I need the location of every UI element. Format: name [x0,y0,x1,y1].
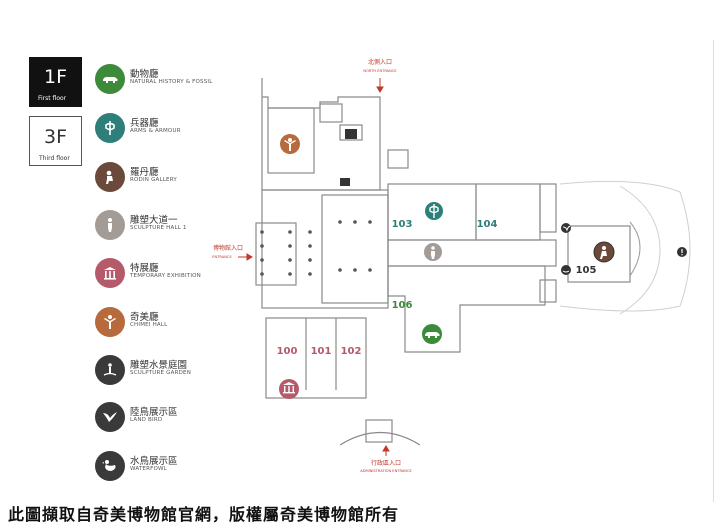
north-entrance-sublabel: NORTH ENTRANCE [363,69,397,73]
museum-entrance-sublabel: ENTRANCE [212,255,232,259]
rodin-room [267,107,315,174]
bear-icon [95,64,125,94]
map-icon-rodin[interactable] [280,134,300,154]
central-hall [261,189,389,309]
service-room [339,124,363,141]
admin-entrance-label: 行政區入口 [371,459,401,467]
east-terrace [559,180,691,315]
service-blocks [340,129,357,186]
bird-icon [95,402,125,432]
temple-icon [95,258,125,288]
room-102-number: 102 [341,346,362,357]
map-icon-info[interactable] [677,247,687,257]
legend-item-rodin[interactable]: 羅丹廳 RODIN GALLERY [95,162,235,196]
legend-item-waterfowl[interactable]: 水鳥展示區 WATERFOWL [95,451,235,485]
legend-label: 羅丹廳 [130,167,159,178]
service-room [539,183,557,233]
map-icon-chimei[interactable] [593,241,615,263]
legend-item-sculpture-garden[interactable]: 雕塑水景庭園 SCULPTURE GARDEN [95,355,235,389]
room-101-number: 101 [311,346,332,357]
fountain-icon [95,355,125,385]
map-icon-land-bird[interactable] [561,223,571,233]
legend-item-arms[interactable]: 兵器廳 ARMS & ARMOUR [95,113,235,147]
thinker-icon [95,162,125,192]
room-106-number: 106 [392,300,413,311]
legend-item-temporary[interactable]: 特展廳 TEMPORARY EXHIBITION [95,258,235,292]
floor-number: 1F [43,66,68,88]
map-icon-natural-history[interactable] [422,324,442,344]
sculpture-hall [321,194,389,304]
room-104-outline [475,183,541,241]
admin-entrance-sublabel: ADMINISTRATION ENTRANCE [360,469,412,473]
service-room [387,149,409,169]
legend-sublabel: CHIMEI HALL [130,322,168,328]
room-104-number: 104 [477,219,498,230]
admin-entrance-room [365,419,393,443]
room-105-number: 105 [576,265,597,276]
east-corridor [387,239,557,267]
entrance-arrows [238,78,390,456]
legend-label: 雕塑大道一 [130,215,178,226]
legend-sublabel: ARMS & ARMOUR [130,128,181,134]
north-entrance-label: 北側入口 [368,58,392,66]
legend-label: 特展廳 [130,263,159,274]
legend-item-chimei-hall[interactable]: 奇美廳 CHIMEI HALL [95,307,235,341]
service-room [319,103,343,123]
armour-icon [95,113,125,143]
duck-icon [95,451,125,481]
legend-item-land-bird[interactable]: 陸鳥展示區 LAND BIRD [95,402,235,436]
legend-label: 雕塑水景庭園 [130,360,188,371]
columns [260,220,372,276]
legend-sublabel: WATERFOWL [130,466,167,472]
legend-label: 動物廳 [130,69,159,80]
legend-sublabel: TEMPORARY EXHIBITION [130,273,201,279]
map-icon-temporary[interactable] [279,379,299,399]
floor-number: 3F [43,126,68,148]
floor-3f-button[interactable]: 3F Third floor [29,116,82,166]
room-100-number: 100 [277,346,298,357]
divider [713,40,714,502]
admin-entrance-arc [339,431,421,446]
legend-sublabel: SCULPTURE GARDEN [130,370,192,376]
room-103-number: 103 [392,219,413,230]
museum-entrance-label: 博物館入口 [213,244,243,252]
legend-sublabel: RODIN GALLERY [130,177,177,183]
legend-label: 陸鳥展示區 [130,407,178,418]
floor-caption: First floor [38,95,67,102]
legend-label: 兵器廳 [130,118,159,129]
entrance-lobby [255,222,297,286]
legend-item-sculpture-hall[interactable]: 雕塑大道一 SCULPTURE HALL 1 [95,210,235,244]
floor-caption: Third floor [39,155,70,162]
legend-item-natural-history[interactable]: 動物廳 NATURAL HISTORY & FOSSIL [95,64,235,98]
legend-sublabel: LAND BIRD [130,417,163,423]
room-106-outline [387,265,546,353]
copyright-caption: 此圖擷取自奇美博物館官網，版權屬奇美博物館所有 [8,505,400,524]
service-room [539,279,557,303]
map-icon-sculpture[interactable] [424,243,442,261]
legend-label: 水鳥展示區 [130,456,178,467]
legend-sublabel: NATURAL HISTORY & FOSSIL [130,79,213,85]
legend-sublabel: SCULPTURE HALL 1 [130,225,187,231]
south-block [265,317,367,399]
figure-icon [95,307,125,337]
floor-1f-button[interactable]: 1F First floor [29,57,82,107]
room-105-outline [567,225,631,283]
map-icon-waterfowl[interactable] [561,265,571,275]
statue-icon [95,210,125,240]
legend-label: 奇美廳 [130,312,159,323]
map-icon-arms[interactable] [425,202,443,220]
